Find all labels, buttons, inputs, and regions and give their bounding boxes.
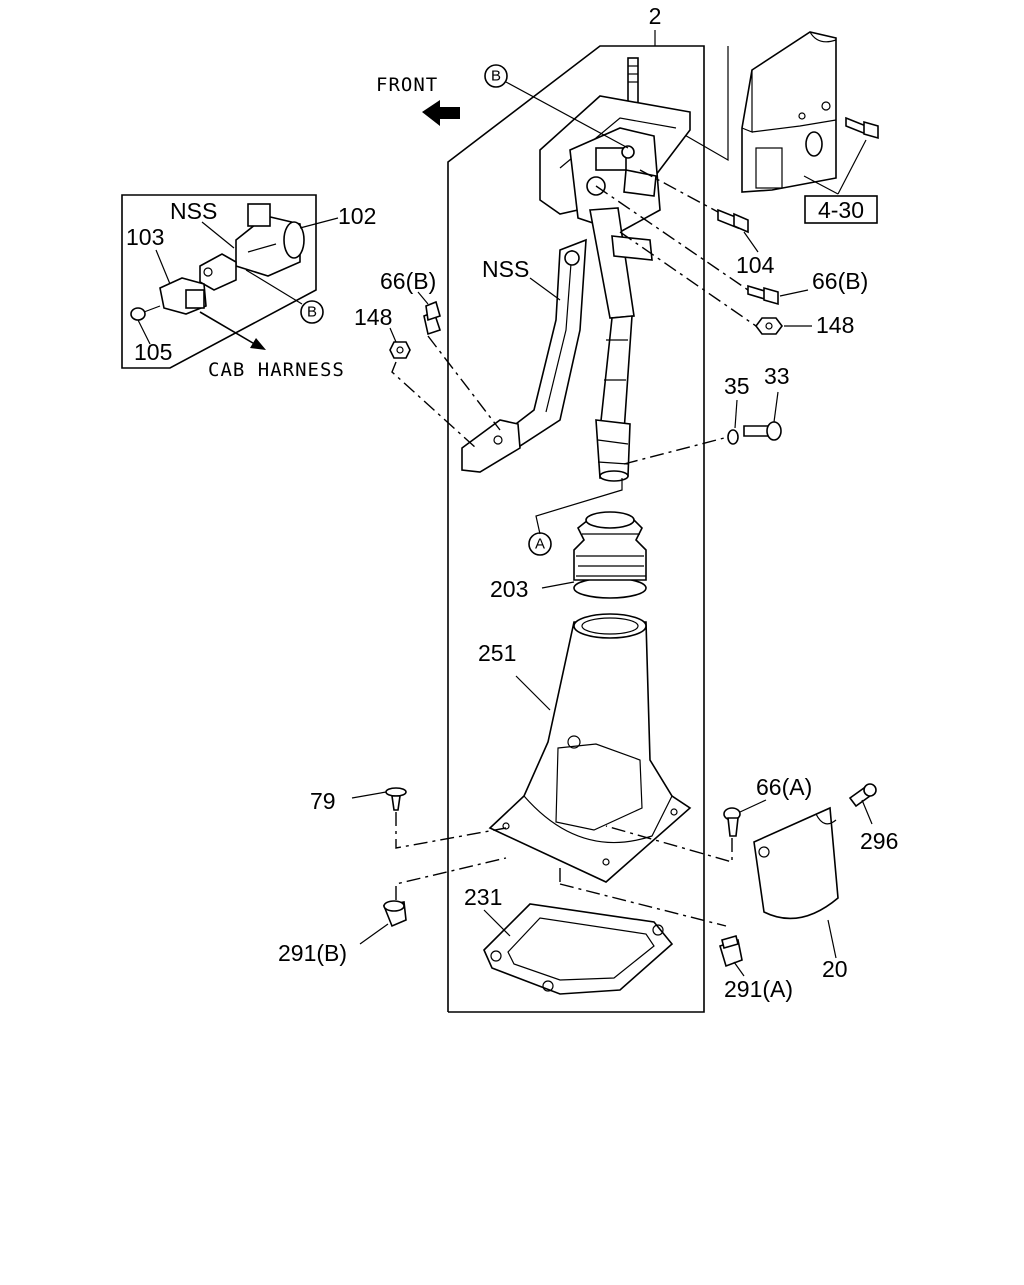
circle-b-top [484,64,508,88]
label-291b: 291(B) [278,940,347,966]
nut-148-left [389,341,411,359]
axis-104 [639,169,719,213]
inset-box [121,194,317,369]
label-79: 79 [310,788,336,814]
gasket-231 [483,903,674,995]
label-148-left: 148 [354,304,392,330]
label-4-30: 4-30 [818,197,864,223]
label-35: 35 [724,373,750,399]
nss-switch [199,253,237,291]
circle-b-inset [300,300,324,324]
leader-148-left [389,327,397,343]
leader-b-top [505,81,629,149]
bolt-66b-right [747,284,779,306]
leader-33 [773,391,779,423]
boot-203 [573,511,647,599]
leader-nss-top [201,221,235,249]
axis-66b-right [595,185,749,291]
label-66a: 66(A) [756,774,812,800]
label-291a: 291(A) [724,976,793,1002]
leader-66a [739,799,767,813]
label-104: 104 [736,252,775,278]
cover-20 [753,806,839,920]
cover-link-line [675,46,729,162]
label-nss-mid: NSS [482,256,529,282]
label-66b-right: 66(B) [812,268,868,294]
bolt-66b-left [423,300,442,336]
label-102: 102 [338,203,376,229]
cover-bolt [845,116,879,140]
leader-102 [299,217,339,229]
label-circle-a: A [535,536,545,553]
leader-105 [137,319,151,345]
label-251: 251 [478,640,516,666]
axis-66a [605,825,733,863]
leader-4-30b [803,175,839,195]
label-front: FRONT [376,74,438,96]
connector-103 [159,277,207,315]
leader-nss-mid [529,277,561,301]
leader-251 [515,675,551,711]
nut-148-right [755,317,783,335]
shift-lever-assembly [461,57,691,482]
axis-148-left [391,361,477,449]
leader-203 [541,581,575,589]
label-nss-top: NSS [170,198,217,224]
leader-291b [359,923,389,945]
label-103: 103 [126,224,164,250]
screw-79 [385,787,407,811]
bolt-33 [743,421,782,441]
label-cab-harness: CAB HARNESS [208,359,345,381]
leader-66b-left [417,291,429,305]
cab-harness-arrow-icon [250,338,266,350]
leader-b-inset [245,269,303,305]
axis-33 [623,436,729,465]
grommet-291b [382,900,407,928]
leader-a [535,478,623,535]
leader-79 [351,791,387,799]
ref-box-4-30 [804,195,878,224]
axis-291a [559,883,727,927]
leader-104 [743,231,759,253]
boot-cover-251 [488,613,692,883]
clip-296 [848,783,877,808]
label-20: 20 [822,956,848,982]
leader-35 [734,399,738,429]
label-circle-b-top: B [491,68,501,85]
label-105: 105 [134,339,172,365]
screw-105 [130,305,161,321]
leader-103 [155,249,171,285]
axis-66b-left [427,335,501,431]
label-203: 203 [490,576,528,602]
leader-296 [861,799,873,825]
screw-66a [723,807,741,837]
front-arrow-icon [422,100,460,126]
leader-4-30a [837,139,867,195]
clip-291a [719,935,743,968]
axis-148-right [619,231,757,327]
upper-cover-part [741,31,837,193]
washer-35 [727,429,739,445]
leader-66b-right [779,289,809,297]
bolt-104 [717,208,749,234]
assembly-boundary [447,45,705,1013]
axis-79 [395,812,507,849]
leader-291a [733,961,745,977]
label-296: 296 [860,828,898,854]
label-231: 231 [464,884,502,910]
leader-231 [483,909,511,937]
label-circle-b-inset: B [307,304,317,321]
circle-a-ref [528,532,552,556]
cab-harness-arrow-line [199,311,259,347]
leader-20 [827,919,837,959]
label-66b-left: 66(B) [380,268,436,294]
label-33: 33 [764,363,790,389]
axis-291b [395,857,507,900]
label-148-right: 148 [816,312,854,338]
label-2: 2 [649,3,662,29]
connector-102 [235,203,305,277]
